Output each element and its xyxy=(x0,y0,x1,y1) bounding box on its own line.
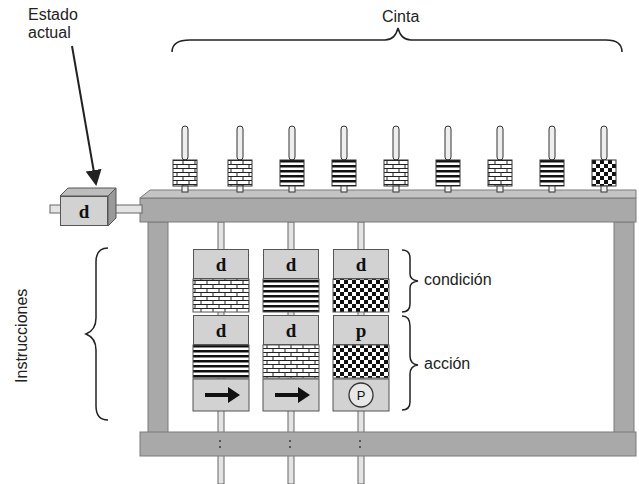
action-state: p xyxy=(333,315,389,345)
action-caption: acción xyxy=(424,355,470,373)
state-letter: d xyxy=(216,321,227,340)
action-state: d xyxy=(193,315,249,345)
state-letter: d xyxy=(79,202,90,221)
condition-state: d xyxy=(193,249,249,279)
state-letter: P xyxy=(357,389,366,402)
state-letter: d xyxy=(216,255,227,274)
action-state: d xyxy=(263,315,319,345)
print-circle: P xyxy=(348,382,374,408)
state-box: d xyxy=(60,196,108,226)
state-letter: d xyxy=(286,255,297,274)
state-letter: d xyxy=(356,255,367,274)
condition-caption: condición xyxy=(424,271,492,289)
condition-state: d xyxy=(263,249,319,279)
state-letter: d xyxy=(286,321,297,340)
state-caption: Estado actual xyxy=(28,6,108,41)
condition-state: d xyxy=(333,249,389,279)
instructions-caption: Instrucciones xyxy=(13,289,31,383)
tape-caption: Cinta xyxy=(382,8,419,26)
state-letter: p xyxy=(356,321,367,340)
